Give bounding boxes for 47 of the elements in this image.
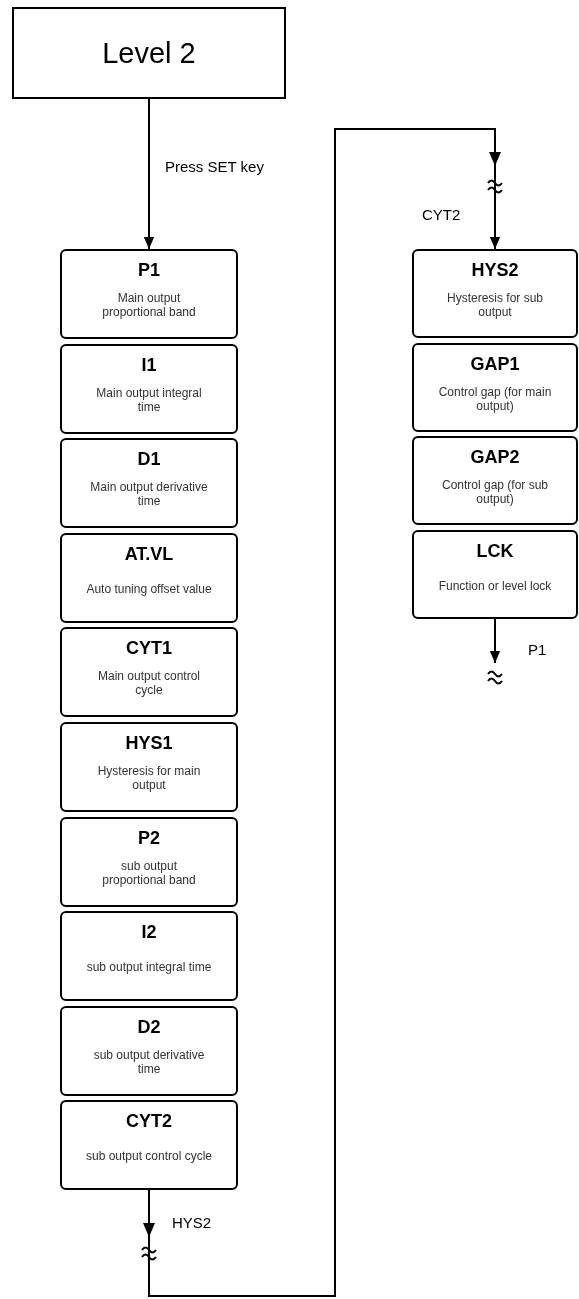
- parameter-description: Hysteresis for main output: [96, 764, 202, 793]
- parameter-code: P1: [138, 259, 160, 282]
- parameter-box: [60, 1006, 238, 1096]
- parameter-box: [60, 249, 238, 339]
- connector-label: HYS2: [172, 1214, 212, 1233]
- parameter-box: [412, 343, 578, 432]
- parameter-code: P2: [138, 827, 160, 850]
- connector-label: CYT2: [422, 206, 461, 225]
- parameter-code: AT.VL: [124, 543, 174, 566]
- parameter-box: [60, 627, 238, 717]
- parameter-description: Hysteresis for sub output: [446, 290, 544, 319]
- parameter-code: LCK: [476, 540, 514, 563]
- edge-label: Press SET key: [165, 158, 264, 177]
- parameter-description: Main output derivative time: [89, 480, 209, 509]
- parameter-code: HYS1: [125, 732, 173, 755]
- parameter-box: [60, 344, 238, 434]
- parameter-box: [412, 530, 578, 619]
- parameter-code: D1: [137, 448, 161, 471]
- parameter-description: Function or level lock: [438, 578, 552, 593]
- parameter-description: Control gap (for sub output): [440, 477, 550, 506]
- parameter-box: [60, 438, 238, 528]
- level-box: [12, 7, 286, 99]
- parameter-description: Main output integral time: [95, 386, 203, 415]
- parameter-box: [60, 722, 238, 812]
- parameter-code: GAP1: [470, 353, 520, 376]
- parameter-code: I2: [141, 921, 157, 944]
- parameter-box: [412, 249, 578, 338]
- parameter-description: Auto tuning offset value: [86, 582, 212, 597]
- parameter-code: GAP2: [470, 446, 520, 469]
- parameter-code: HYS2: [471, 259, 519, 282]
- parameter-description: sub output control cycle: [85, 1149, 213, 1164]
- parameter-description: Main output control cycle: [96, 669, 202, 698]
- parameter-box: [60, 533, 238, 623]
- parameter-description: sub output derivative time: [92, 1048, 206, 1077]
- parameter-description: sub output integral time: [86, 960, 212, 975]
- parameter-box: [60, 911, 238, 1001]
- parameter-box: [60, 1100, 238, 1190]
- parameter-description: Main output proportional band: [101, 291, 197, 320]
- parameter-code: CYT1: [126, 637, 172, 660]
- parameter-box: [60, 817, 238, 907]
- parameter-description: Control gap (for main output): [437, 384, 553, 413]
- parameter-code: CYT2: [126, 1110, 172, 1133]
- parameter-description: sub output proportional band: [101, 859, 197, 888]
- parameter-box: [412, 436, 578, 525]
- parameter-code: D2: [137, 1016, 161, 1039]
- parameter-code: I1: [141, 354, 157, 377]
- level-title: Level 2: [102, 38, 196, 68]
